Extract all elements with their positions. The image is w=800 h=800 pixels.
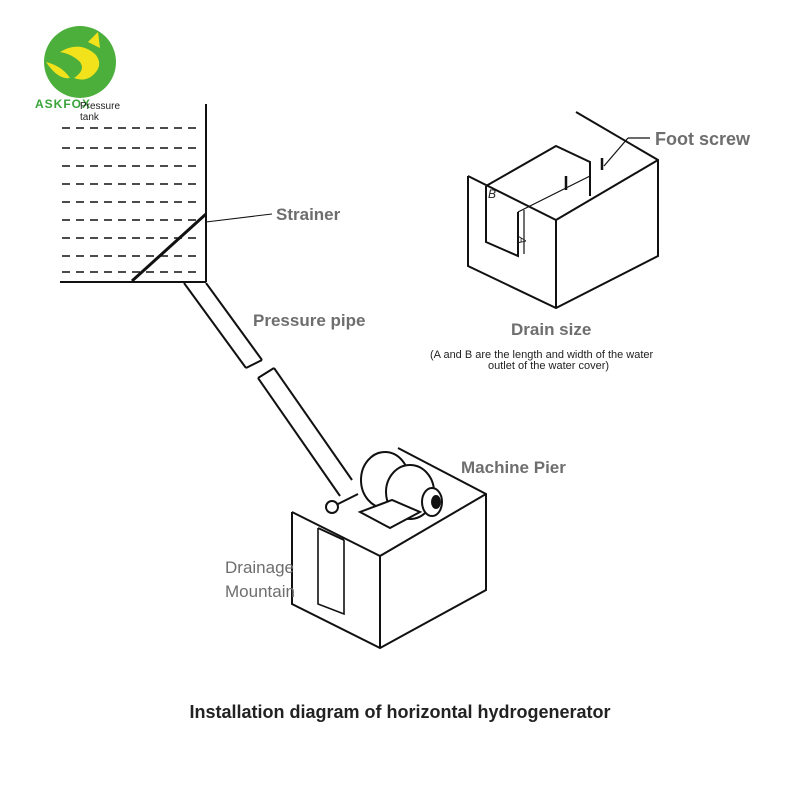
hydrogenerator (325, 451, 443, 530)
drainage-label-line1: Drainage (225, 558, 294, 577)
drain-note-line1: (A and B are the length and width of the… (430, 349, 654, 361)
pressure-pipe-label: Pressure pipe (253, 311, 366, 330)
pressure-tank-label-line1: Pressure (80, 101, 121, 112)
askfox-logo (44, 26, 116, 98)
drain-size-label: Drain size (511, 320, 592, 339)
foot-screw-label: Foot screw (655, 129, 751, 149)
dimension-b-label: B (488, 187, 497, 201)
strainer-plate (130, 212, 208, 283)
foot-screw-leader (603, 137, 629, 167)
strainer-label: Strainer (276, 205, 341, 224)
diagram-caption: Installation diagram of horizontal hydro… (189, 702, 611, 722)
water-lines (62, 127, 202, 273)
brand-name: ASKFOX (35, 97, 92, 111)
drain-note-line2: outlet of the water cover) (488, 360, 610, 372)
pressure-pipe (183, 282, 353, 497)
valve-wheel (325, 500, 339, 514)
machine-pier (291, 447, 487, 650)
machine-pier-label: Machine Pier (461, 458, 566, 477)
drainage-label-line2: Mountain (225, 582, 295, 601)
pressure-tank-label-line2: tank (80, 112, 99, 123)
strainer-leader (205, 213, 273, 223)
drain-size-box (467, 111, 659, 310)
pressure-tank (60, 104, 273, 283)
dimension-a-label: A (515, 236, 528, 244)
